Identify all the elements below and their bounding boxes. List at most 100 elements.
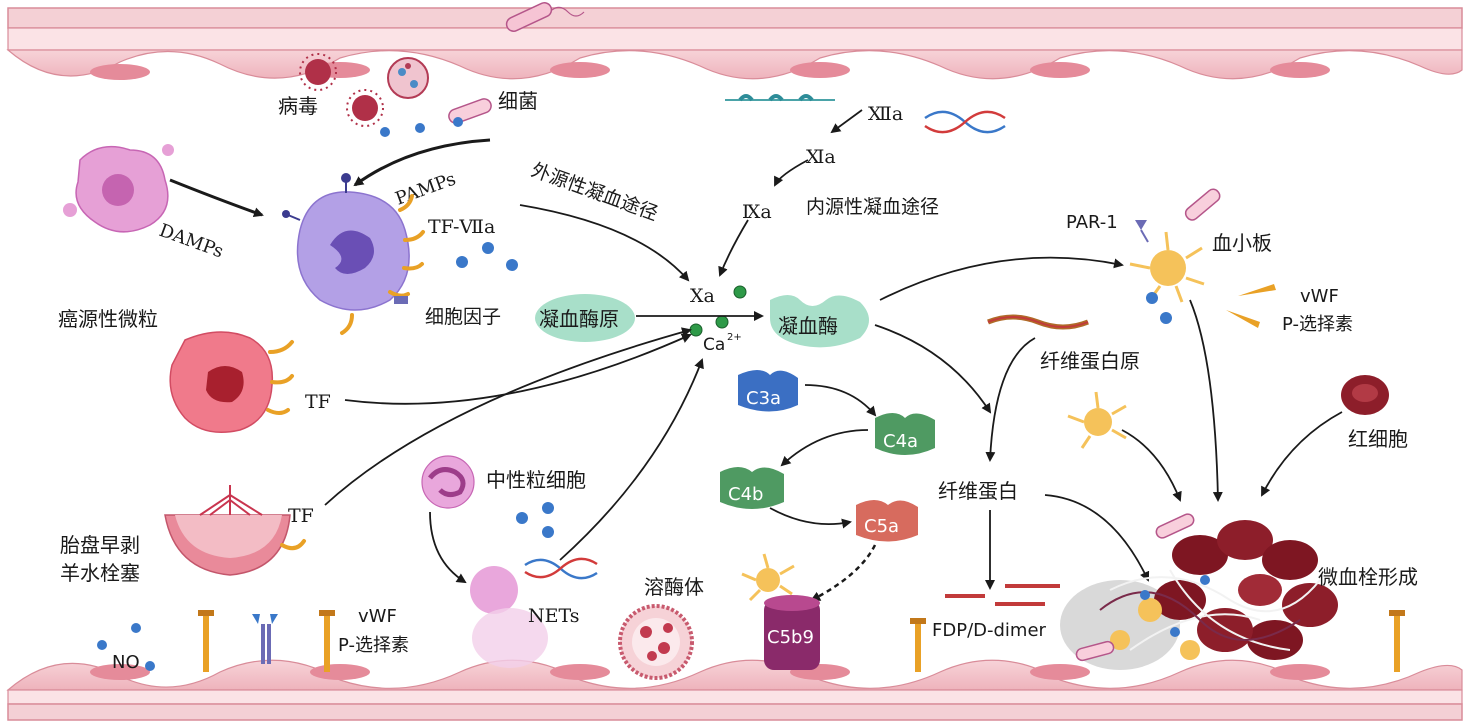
fibrinogen-label: 纤维蛋白原	[1040, 349, 1140, 373]
platelet-dots	[1146, 292, 1172, 324]
contact-surface-icon	[725, 94, 835, 102]
placenta-tf-arrow	[324, 327, 692, 506]
adhesion-receptor-icon	[252, 614, 278, 664]
platelet-icon	[1129, 231, 1205, 303]
tf-label-2: TF	[288, 505, 314, 527]
prothrombin-label: 凝血酶原	[539, 307, 619, 331]
fdp-label: FDP/D-dimer	[932, 620, 1047, 641]
fibrinogen-icon	[987, 314, 1089, 330]
extrinsic-arrow	[519, 204, 690, 282]
c4b-shape	[720, 467, 784, 509]
prothrombin-shape	[535, 294, 635, 342]
xia-label: Ⅺa	[806, 146, 836, 168]
cancer-cell-icon	[169, 331, 274, 433]
thrombin-label: 凝血酶	[778, 314, 838, 338]
par1-label: PAR-1	[1066, 212, 1118, 233]
lysosome-icon	[618, 604, 694, 680]
psel-left-label: P-选择素	[338, 635, 409, 656]
vwf-anchor-icon	[198, 610, 335, 672]
xiia-label: Ⅻa	[868, 103, 903, 125]
thrombin-to-fibrinogen-arrow	[874, 324, 992, 414]
damps-arrow	[169, 178, 264, 218]
rbc-label: 红细胞	[1348, 427, 1408, 451]
tf-label-1: TF	[305, 391, 331, 413]
neutrophil-dots	[516, 502, 554, 538]
platelet-icon	[1067, 391, 1127, 449]
virus-icon	[299, 53, 429, 127]
cytokines-label: 细胞因子	[425, 306, 501, 328]
monocyte-icon	[282, 173, 410, 311]
platelet-down-arrow	[1189, 299, 1223, 502]
damps-label: DAMPs	[156, 220, 226, 263]
rbc-icon	[1341, 375, 1389, 415]
c4a-arrow	[780, 429, 869, 467]
vwf-left-label: vWF	[358, 606, 397, 627]
c3a-label: C3a	[746, 388, 781, 409]
vessel-wall-top	[6, 7, 1463, 80]
extrinsic-pathway-label: 外源性凝血途径	[528, 159, 661, 225]
receptor-icon	[394, 296, 408, 304]
tf-receptors	[266, 340, 294, 415]
intrinsic-pathway-label: 内源性凝血途径	[806, 196, 939, 218]
vwf-right-label: vWF	[1300, 286, 1339, 307]
vessel-wall-bottom	[6, 659, 1463, 721]
placenta-label-2: 羊水栓塞	[60, 561, 140, 585]
nets-label: NETs	[528, 605, 580, 627]
thrombin-to-platelet-arrow	[879, 256, 1124, 301]
rbc-arrow	[1261, 411, 1343, 497]
fibrin-to-thrombus-arrow	[1044, 494, 1150, 582]
bacteria-icon	[448, 98, 492, 124]
factor-dot	[733, 285, 747, 299]
c4a-label: C4a	[883, 431, 918, 452]
ca-label: Ca	[703, 335, 725, 355]
cancer-microparticle-label: 癌源性微粒	[58, 307, 158, 331]
c4b-label: C4b	[728, 484, 763, 505]
cytokine-dots	[456, 242, 518, 271]
c3a-shape	[738, 370, 798, 412]
tf-receptor	[280, 539, 306, 551]
bacteria-icon	[1075, 513, 1195, 662]
neutrophil-label: 中性粒细胞	[486, 468, 586, 492]
c5a-dashed-arrow	[810, 544, 877, 602]
nets-icon	[470, 566, 548, 668]
bacterium-icon	[505, 2, 585, 32]
ixa-label: Ⅸa	[742, 201, 772, 223]
c3a-arrow	[804, 384, 877, 417]
dna-icon	[924, 110, 1006, 134]
bacteria-label: 细菌	[498, 89, 538, 113]
no-label: NO	[112, 652, 140, 673]
c4a-shape	[875, 413, 935, 455]
dna-icon	[524, 557, 598, 580]
pamps-arrow	[353, 138, 491, 187]
c4b-arrow	[769, 507, 852, 529]
tf-viia-label: TF-Ⅶa	[428, 216, 495, 238]
placenta-label-1: 胎盘早剥	[60, 533, 140, 557]
platelet-label: 血小板	[1212, 231, 1272, 255]
c5b9-icon	[764, 595, 820, 670]
psel-right-label: P-选择素	[1282, 314, 1353, 335]
par1-receptor-icon	[1135, 220, 1149, 243]
vwf-anchor-icon	[910, 610, 1405, 672]
xia-arrow	[774, 159, 809, 187]
fdp-fragments-icon	[945, 584, 1060, 606]
xa-label: Ⅹa	[690, 285, 715, 307]
lysosome-label: 溶酶体	[644, 575, 704, 599]
neutrophil-arrow	[429, 511, 467, 584]
ixa-arrow	[718, 219, 749, 277]
damaged-cell-icon	[63, 144, 174, 233]
c5b9-label: C5b9	[767, 627, 814, 648]
thrombin-shape	[770, 295, 869, 348]
virus-label: 病毒	[278, 94, 318, 118]
fibrin-label: 纤维蛋白	[938, 479, 1018, 503]
platelet-icon	[741, 553, 795, 602]
microthrombus-label: 微血栓形成	[1318, 565, 1418, 589]
tf-receptors	[340, 194, 425, 335]
pamps-label: PAMPs	[393, 168, 459, 209]
placenta-icon	[164, 485, 291, 576]
neutrophil-icon	[421, 455, 475, 509]
nets-arrow	[559, 358, 704, 561]
factor-dot	[689, 323, 703, 337]
ca-sup-label: 2+	[727, 332, 742, 343]
